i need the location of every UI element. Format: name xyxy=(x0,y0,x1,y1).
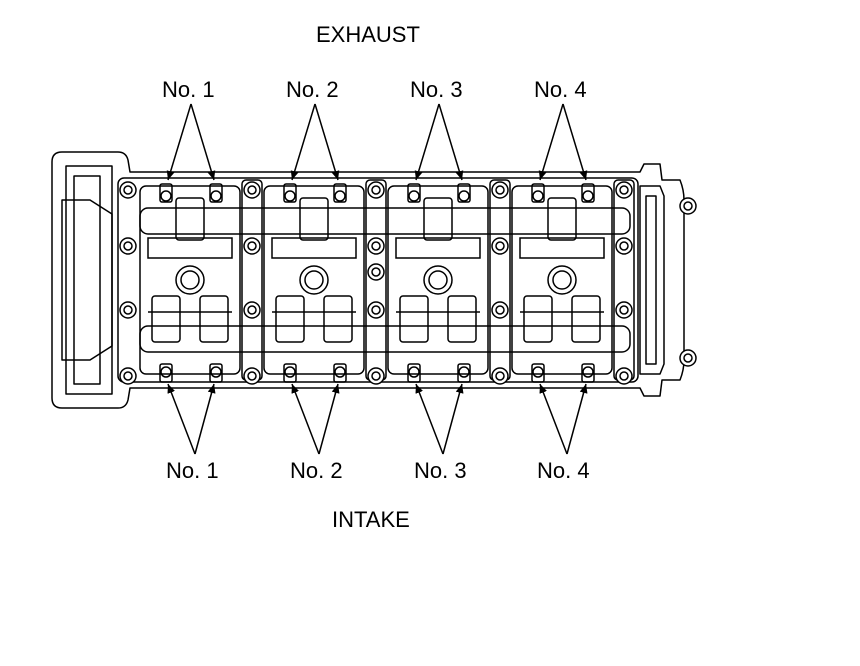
exhaust-valve-screw-4-1 xyxy=(531,183,545,203)
cylinder-cell-1 xyxy=(139,183,241,383)
head-outline xyxy=(51,151,685,409)
intake-label-no1: No. 1 xyxy=(166,458,219,483)
head-bolt xyxy=(119,181,137,199)
intake-valve-screw-2-2 xyxy=(333,363,347,383)
exhaust-pointer-2 xyxy=(290,103,340,181)
intake-valve-screw-4-1 xyxy=(531,363,545,383)
intake-title: INTAKE xyxy=(332,507,410,532)
head-bolt xyxy=(615,301,633,319)
intake-valve-screw-1-1 xyxy=(159,363,173,383)
head-bolt xyxy=(491,237,509,255)
head-bolt xyxy=(615,181,633,199)
cylinder-cell-2 xyxy=(263,183,365,383)
intake-valve-screw-1-2 xyxy=(209,363,223,383)
intake-valve-screw-3-2 xyxy=(457,363,471,383)
exhaust-valve-screw-4-2 xyxy=(581,183,595,203)
exhaust-camshaft xyxy=(139,207,631,235)
head-bolt xyxy=(679,197,697,215)
exhaust-pointer-4 xyxy=(538,103,588,181)
left-end-chamber xyxy=(65,165,113,395)
exhaust-valve-screw-2-2 xyxy=(333,183,347,203)
intake-pointer-1 xyxy=(167,383,216,455)
head-bolt xyxy=(243,237,261,255)
head-bolt xyxy=(119,301,137,319)
intake-label-no3: No. 3 xyxy=(414,458,467,483)
exhaust-pointer-1 xyxy=(166,103,216,181)
exhaust-title: EXHAUST xyxy=(316,22,420,47)
head-bolt xyxy=(491,181,509,199)
intake-label-no4: No. 4 xyxy=(537,458,590,483)
intake-label-no2: No. 2 xyxy=(290,458,343,483)
head-bolt xyxy=(615,237,633,255)
head-bolt xyxy=(243,367,261,385)
exhaust-pointer-3 xyxy=(414,103,464,181)
intake-valve-screw-4-2 xyxy=(581,363,595,383)
head-bolt xyxy=(119,367,137,385)
head-bolt xyxy=(243,301,261,319)
cylinder-cell-4 xyxy=(511,183,613,383)
head-bolt xyxy=(367,237,385,255)
head-bolt xyxy=(615,367,633,385)
head-bolt xyxy=(491,367,509,385)
exhaust-valve-screw-1-2 xyxy=(209,183,223,203)
exhaust-label-no3: No. 3 xyxy=(410,77,463,102)
intake-valve-screw-3-1 xyxy=(407,363,421,383)
exhaust-valve-screw-2-1 xyxy=(283,183,297,203)
head-bolt xyxy=(679,349,697,367)
intake-valve-screw-2-1 xyxy=(283,363,297,383)
intake-camshaft xyxy=(139,325,631,353)
head-bolt xyxy=(243,181,261,199)
exhaust-valve-screw-3-1 xyxy=(407,183,421,203)
intake-pointer-3 xyxy=(415,383,464,455)
exhaust-valve-screw-3-2 xyxy=(457,183,471,203)
intake-pointer-2 xyxy=(291,383,340,455)
right-end-bracket xyxy=(639,185,665,375)
exhaust-label-no4: No. 4 xyxy=(534,77,587,102)
head-bolt xyxy=(367,181,385,199)
head-bolt xyxy=(367,263,385,281)
exhaust-valve-screw-1-1 xyxy=(159,183,173,203)
cylinder-cell-3 xyxy=(387,183,489,383)
head-bolt xyxy=(491,301,509,319)
exhaust-label-no1: No. 1 xyxy=(162,77,215,102)
exhaust-label-no2: No. 2 xyxy=(286,77,339,102)
head-bolt xyxy=(367,301,385,319)
head-bolt xyxy=(367,367,385,385)
intake-pointer-4 xyxy=(539,383,588,455)
head-bolt xyxy=(119,237,137,255)
